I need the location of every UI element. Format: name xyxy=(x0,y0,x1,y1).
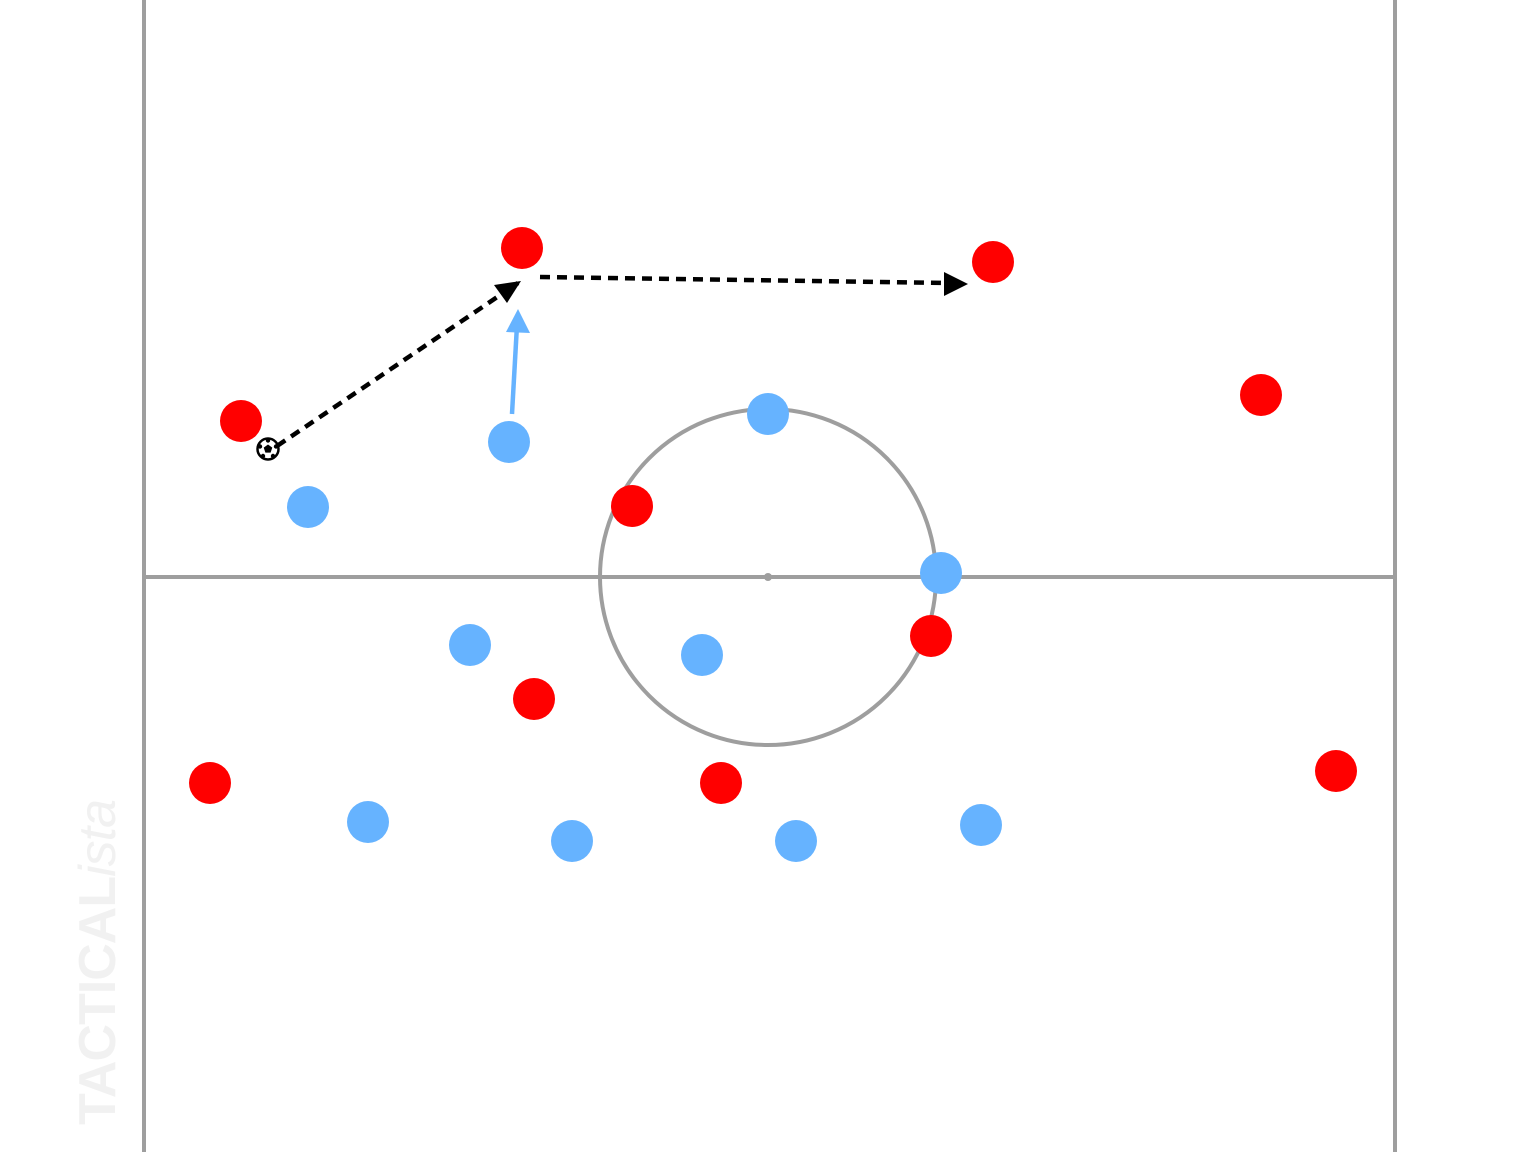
blue-player xyxy=(488,421,530,463)
blue-player xyxy=(960,804,1002,846)
pass-arrow-1 xyxy=(275,281,520,448)
red-player xyxy=(501,227,543,269)
blue-player xyxy=(347,801,389,843)
red-player xyxy=(910,615,952,657)
red-player xyxy=(220,400,262,442)
blue-player xyxy=(775,820,817,862)
soccer-ball-icon xyxy=(256,437,280,461)
run-arrowhead-1 xyxy=(506,309,530,333)
blue-player xyxy=(747,393,789,435)
watermark-text-italic: ista xyxy=(69,799,127,877)
center-spot xyxy=(764,573,772,581)
red-player xyxy=(1240,374,1282,416)
run-arrows xyxy=(506,309,530,415)
pass-arrows xyxy=(275,272,968,448)
blue-player xyxy=(449,624,491,666)
team-red xyxy=(189,227,1357,804)
team-blue xyxy=(287,393,1002,862)
red-player xyxy=(189,762,231,804)
red-player xyxy=(700,762,742,804)
blue-player xyxy=(551,820,593,862)
pass-arrowhead-2 xyxy=(944,272,968,296)
pass-arrowhead-1 xyxy=(494,281,521,303)
red-player xyxy=(513,678,555,720)
blue-player xyxy=(287,486,329,528)
watermark-logo: TACTICALista xyxy=(68,800,128,1125)
red-player xyxy=(972,241,1014,283)
red-player xyxy=(611,485,653,527)
pass-arrow-2 xyxy=(539,274,947,286)
blue-player xyxy=(681,634,723,676)
red-player xyxy=(1315,750,1357,792)
run-arrow-1 xyxy=(509,324,520,415)
watermark-text-bold: TACTICAL xyxy=(69,876,127,1125)
blue-player xyxy=(920,552,962,594)
